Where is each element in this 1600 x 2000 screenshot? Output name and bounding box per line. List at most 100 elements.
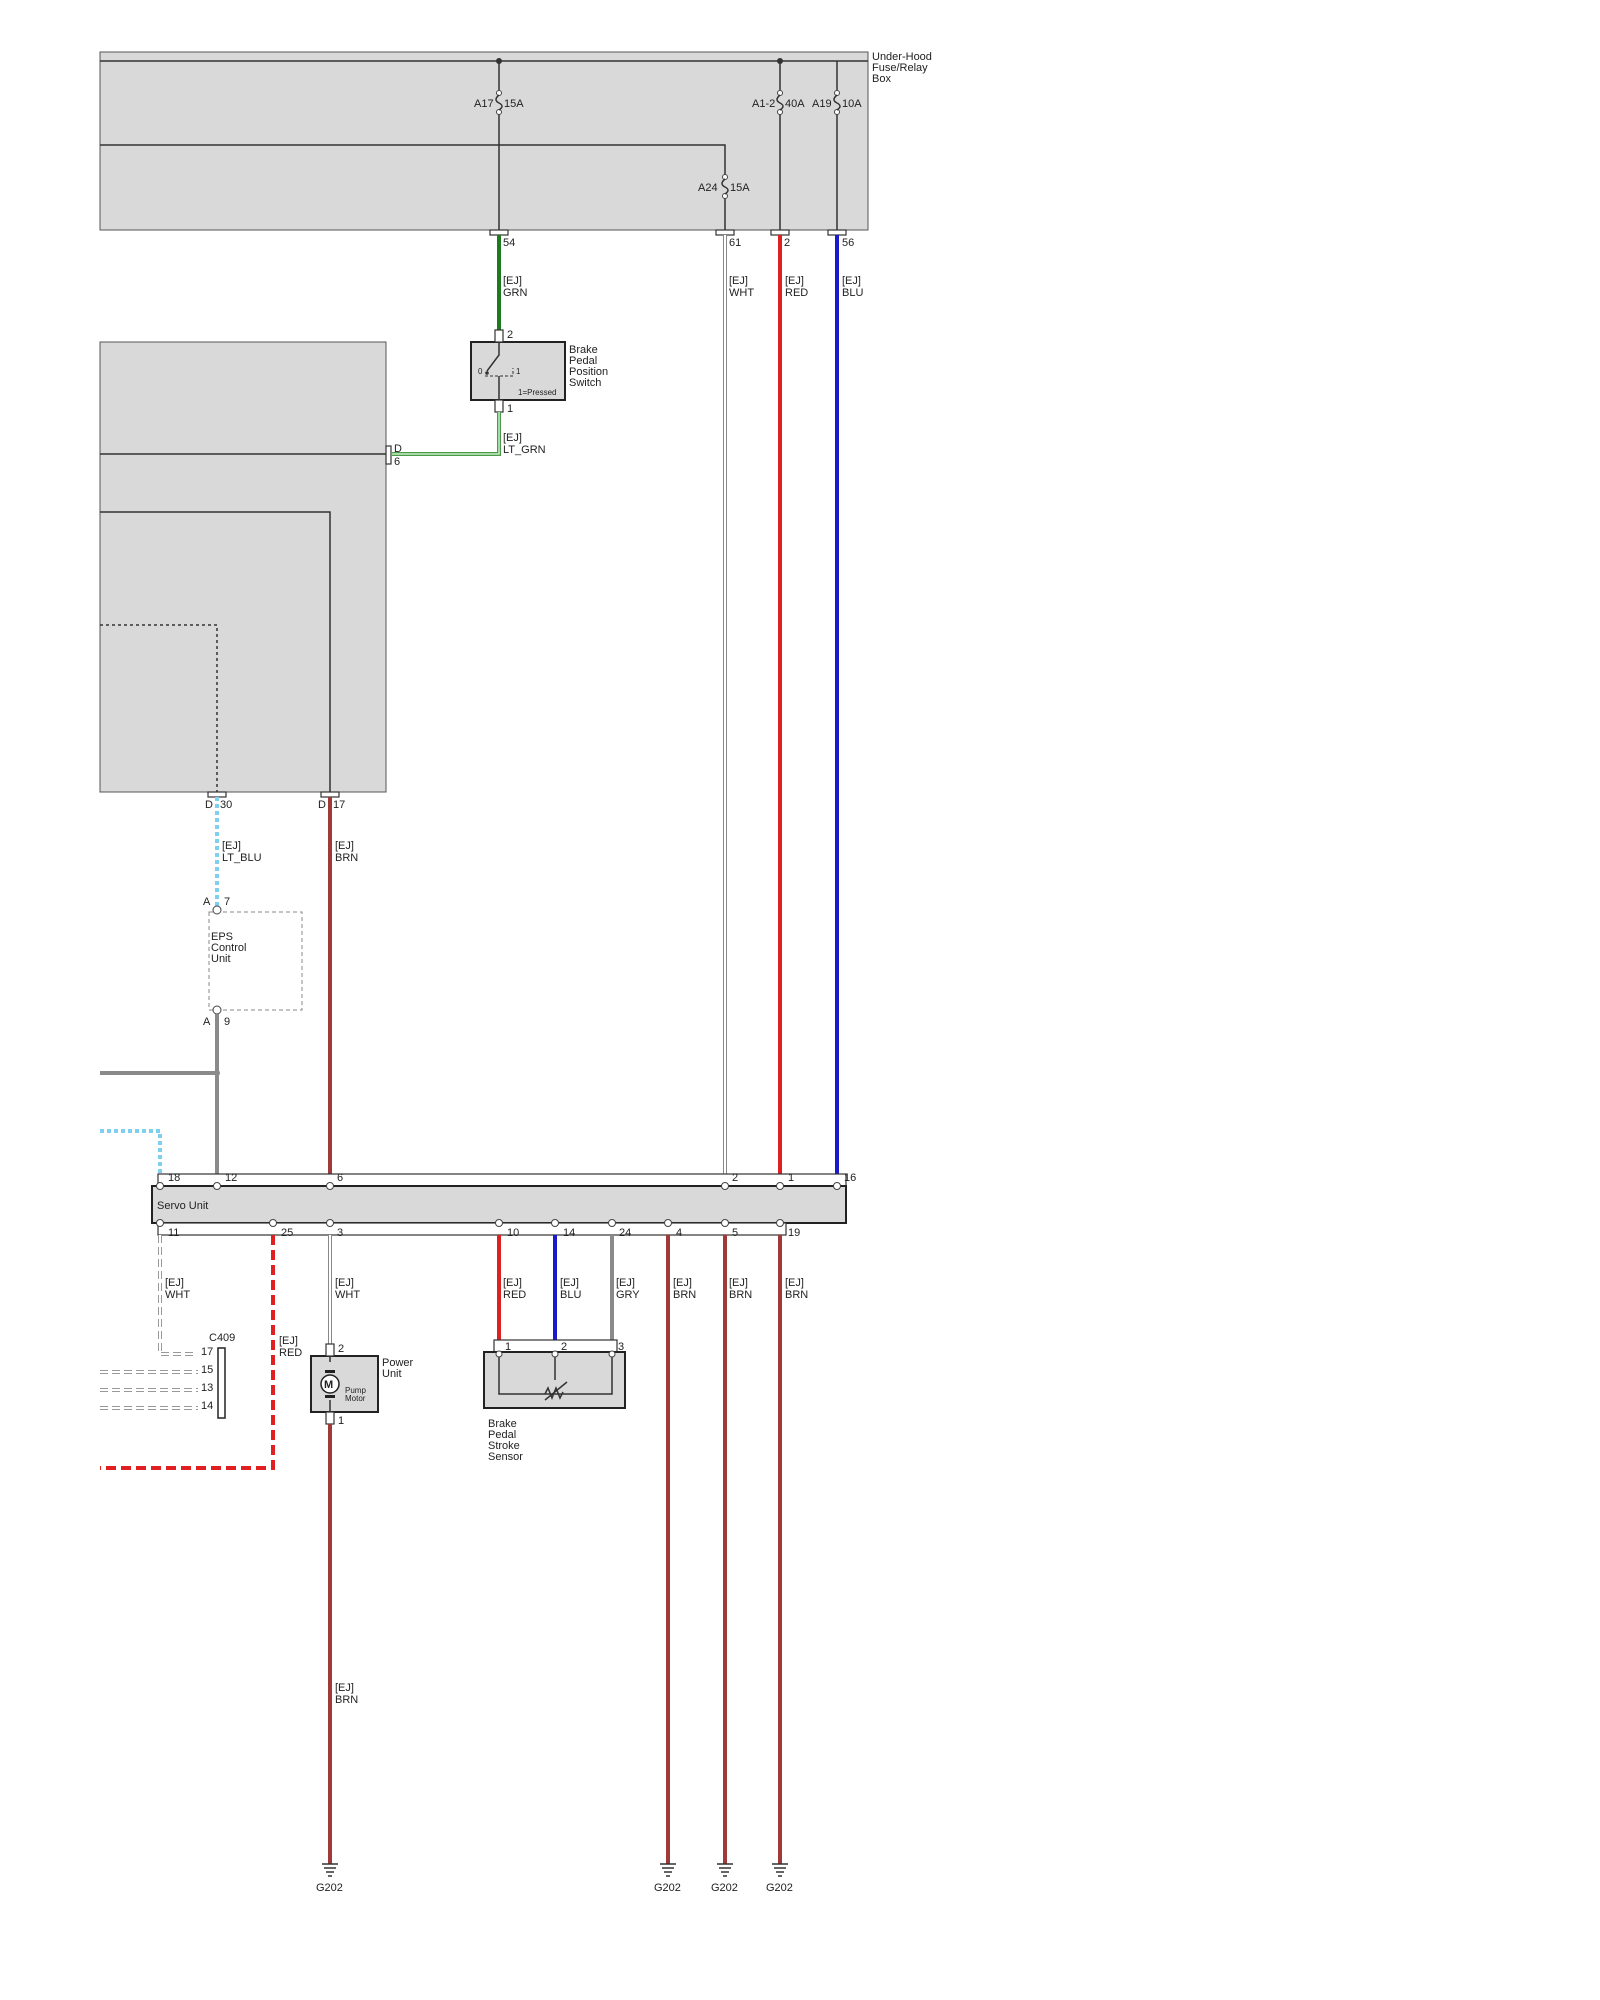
svg-text:A17: A17: [474, 98, 494, 110]
svg-text:7: 7: [224, 896, 230, 908]
svg-text:Pump: Pump: [345, 1386, 366, 1395]
svg-text:Control: Control: [211, 942, 246, 954]
svg-text:RED: RED: [279, 1347, 302, 1359]
wire-label-grn: [EJ] GRN: [503, 275, 528, 299]
wire-label-wht-c409: [EJ] WHT: [165, 1277, 190, 1301]
svg-text:WHT: WHT: [165, 1289, 190, 1301]
svg-text:A19: A19: [812, 98, 832, 110]
svg-text:4: 4: [676, 1227, 682, 1239]
svg-text:[EJ]: [EJ]: [729, 1277, 748, 1289]
ecm-internal-line: [100, 511, 331, 792]
svg-text:M: M: [324, 1379, 333, 1391]
wire-label-red-10: [EJ] RED: [503, 1277, 526, 1301]
ground-icon: G202: [654, 1863, 681, 1894]
svg-text:A: A: [203, 896, 211, 908]
svg-text:BLU: BLU: [842, 287, 863, 299]
svg-text:Unit: Unit: [382, 1368, 402, 1380]
svg-text:30: 30: [220, 799, 232, 811]
svg-text:19: 19: [788, 1227, 800, 1239]
svg-text:G202: G202: [654, 1882, 681, 1894]
svg-text:[EJ]: [EJ]: [673, 1277, 692, 1289]
svg-text:14: 14: [563, 1227, 575, 1239]
wire-label-brn-4: [EJ] BRN: [673, 1277, 696, 1301]
svg-text:Stroke: Stroke: [488, 1440, 520, 1452]
svg-text:Servo Unit: Servo Unit: [157, 1200, 208, 1212]
svg-text:[EJ]: [EJ]: [165, 1277, 184, 1289]
svg-text:Switch: Switch: [569, 377, 601, 389]
svg-text:1: 1: [338, 1415, 344, 1427]
svg-text:LT_BLU: LT_BLU: [222, 852, 262, 864]
svg-text:LT_GRN: LT_GRN: [503, 444, 546, 456]
svg-text:24: 24: [619, 1227, 631, 1239]
svg-text:14: 14: [201, 1400, 213, 1412]
control-module-box: [99, 341, 387, 793]
svg-text:1: 1: [516, 367, 521, 376]
fuse-box-connectors: 54 61 2 56: [489, 229, 854, 249]
svg-text:BRN: BRN: [335, 852, 358, 864]
wire-red-25: [100, 1235, 275, 1470]
svg-text:A: A: [203, 1016, 211, 1028]
wire-label-blu-14: [EJ] BLU: [560, 1277, 581, 1301]
fuse-a1-2: A1-2 40A: [752, 61, 805, 232]
svg-text:Motor: Motor: [345, 1394, 366, 1403]
svg-text:D: D: [394, 443, 402, 455]
wire-label-gry-24: [EJ] GRY: [616, 1277, 640, 1301]
wire-label-brn-5: [EJ] BRN: [729, 1277, 752, 1301]
fuse-a17: A17 15A: [474, 61, 524, 232]
svg-text:18: 18: [168, 1172, 180, 1184]
svg-text:WHT: WHT: [335, 1289, 360, 1301]
wire-lt-grn: [392, 412, 500, 455]
svg-text:0: 0: [478, 367, 483, 376]
svg-text:9: 9: [224, 1016, 230, 1028]
svg-text:56: 56: [842, 237, 854, 249]
svg-text:GRN: GRN: [503, 287, 528, 299]
svg-text:6: 6: [337, 1172, 343, 1184]
svg-text:D: D: [318, 799, 326, 811]
svg-text:BLU: BLU: [560, 1289, 581, 1301]
svg-text:A24: A24: [698, 182, 718, 194]
brake-pedal-position-switch: 2 1 0 1 1=Pressed Brake Pedal Position S…: [470, 329, 608, 415]
svg-text:[EJ]: [EJ]: [335, 840, 354, 852]
servo-unit: Servo Unit 18 12 6 2 1 16 11 25 3 10 14 …: [151, 1172, 856, 1239]
svg-text:[EJ]: [EJ]: [729, 275, 748, 287]
svg-text:GRY: GRY: [616, 1289, 640, 1301]
svg-text:[EJ]: [EJ]: [785, 275, 804, 287]
wire-label-blu: [EJ] BLU: [842, 275, 863, 299]
svg-text:Position: Position: [569, 366, 608, 378]
brake-pedal-stroke-sensor: 1 2 3 Brake Pedal Stroke Sensor: [483, 1339, 626, 1463]
svg-text:25: 25: [281, 1227, 293, 1239]
svg-text:A1-2: A1-2: [752, 98, 775, 110]
svg-text:RED: RED: [785, 287, 808, 299]
svg-text:40A: 40A: [785, 98, 805, 110]
svg-text:16: 16: [844, 1172, 856, 1184]
svg-text:2: 2: [732, 1172, 738, 1184]
svg-text:1: 1: [507, 403, 513, 415]
ground-icon: G202: [316, 1863, 343, 1894]
ground-icon: G202: [766, 1863, 793, 1894]
svg-text:[EJ]: [EJ]: [503, 275, 522, 287]
svg-text:G202: G202: [711, 1882, 738, 1894]
svg-text:10: 10: [507, 1227, 519, 1239]
wire-label-red-25: [EJ] RED: [279, 1335, 302, 1359]
svg-text:2: 2: [338, 1343, 344, 1355]
svg-text:[EJ]: [EJ]: [335, 1682, 354, 1694]
svg-text:C409: C409: [209, 1332, 235, 1344]
wire-lt-grn-outline: [392, 412, 501, 456]
svg-text:BRN: BRN: [785, 1289, 808, 1301]
power-unit: 2 1 M Pump Motor Power Unit: [310, 1343, 414, 1427]
svg-text:G202: G202: [766, 1882, 793, 1894]
svg-text:EPS: EPS: [211, 931, 233, 943]
svg-text:RED: RED: [503, 1289, 526, 1301]
wire-label-brn: [EJ] BRN: [335, 840, 358, 864]
svg-text:15A: 15A: [730, 182, 750, 194]
wire-label-wht-3: [EJ] WHT: [335, 1277, 360, 1301]
svg-text:2: 2: [561, 1341, 567, 1353]
wire-wht-c409-inner: [159, 1235, 195, 1355]
ground-icon: G202: [711, 1863, 738, 1894]
svg-text:Brake: Brake: [488, 1418, 517, 1430]
wire-label-wht: [EJ] WHT: [729, 275, 754, 299]
svg-text:WHT: WHT: [729, 287, 754, 299]
svg-text:BRN: BRN: [673, 1289, 696, 1301]
svg-text:2: 2: [784, 237, 790, 249]
